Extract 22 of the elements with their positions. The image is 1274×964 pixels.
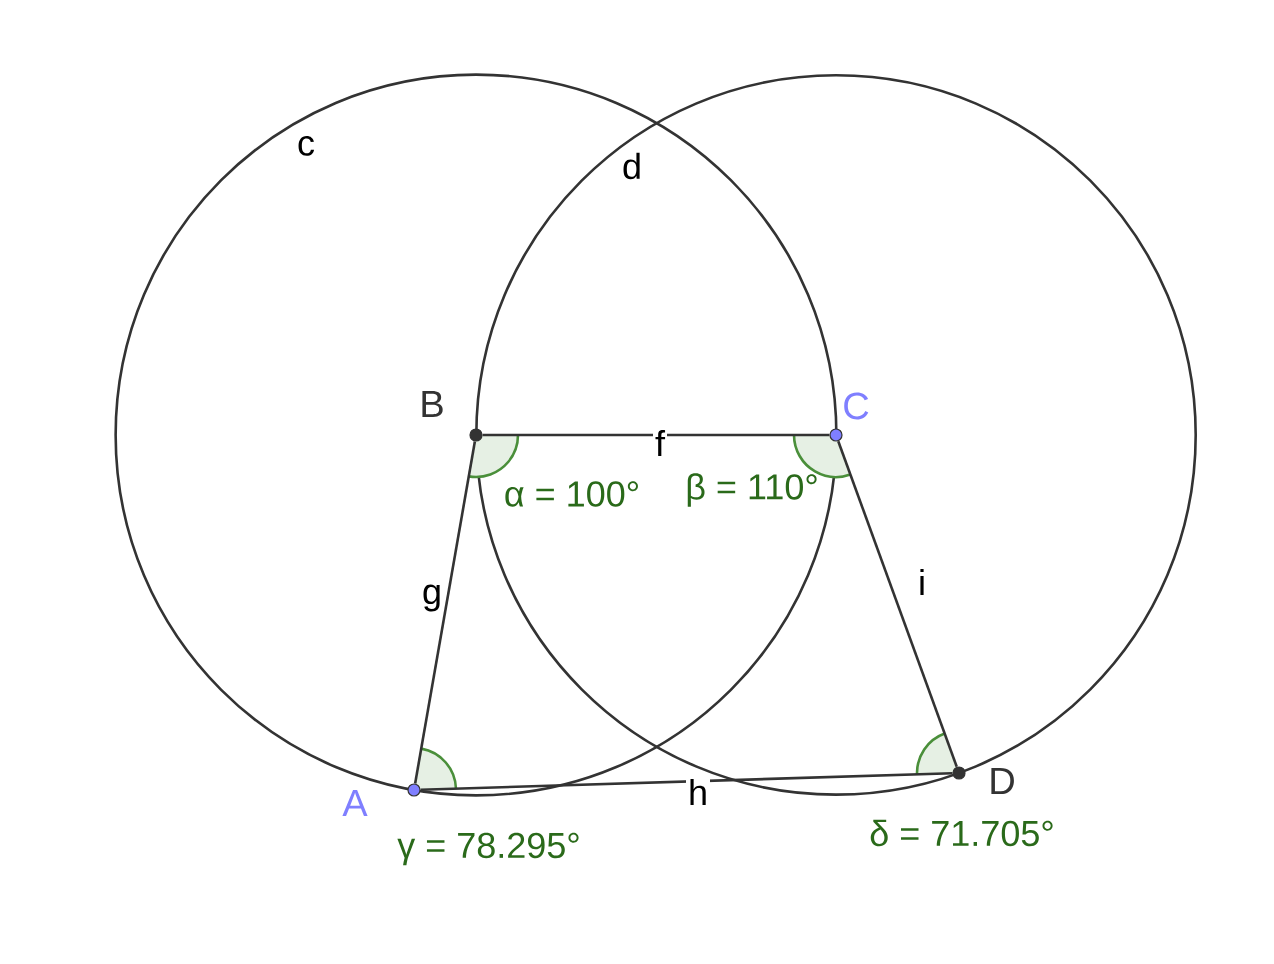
edge-label: i (920, 568, 924, 596)
line-segment (837, 440, 958, 768)
angle-label: β = 110° (687, 473, 817, 507)
edge-label: g (423, 584, 440, 612)
line-segment (420, 771, 953, 792)
node-label: B (422, 390, 443, 418)
angle-label: γ = 78.295° (397, 832, 579, 866)
line-segment (482, 433, 830, 437)
node-label: C (844, 392, 869, 420)
circle-label: d (623, 152, 640, 180)
circle-label: c (298, 136, 315, 156)
point: A (342, 783, 421, 817)
angle-label: δ = 71.705° (870, 819, 1053, 847)
node-label: A (342, 789, 368, 817)
point: D (952, 766, 1014, 795)
point: C (829, 392, 869, 442)
edge-label: h (686, 776, 710, 808)
point: B (422, 390, 483, 442)
node-label: D (991, 767, 1014, 795)
line-segment (413, 441, 477, 784)
edge-label: f (653, 427, 667, 458)
angle-label: α = 100° (505, 481, 638, 507)
